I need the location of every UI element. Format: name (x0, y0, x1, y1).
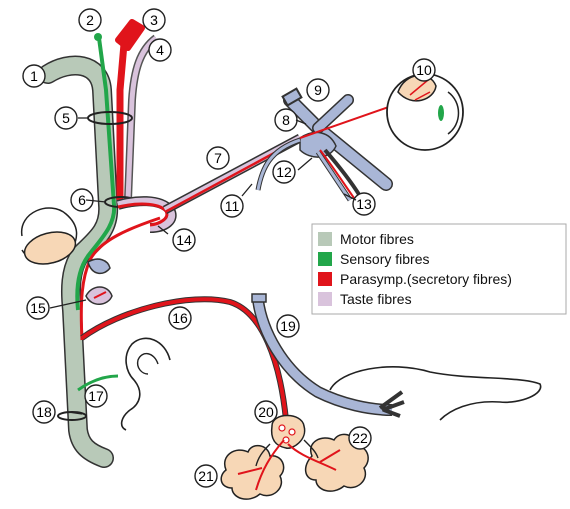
label-number: 6 (78, 192, 86, 208)
legend-swatch (318, 232, 332, 246)
label-16: 16 (169, 307, 191, 329)
label-number: 2 (86, 12, 94, 28)
label-number: 21 (198, 468, 214, 484)
label-number: 4 (156, 42, 164, 58)
label-15: 15 (27, 297, 49, 319)
label-1: 1 (23, 65, 45, 87)
sensory-root-tip (94, 33, 102, 41)
legend-label: Parasymp.(secretory fibres) (340, 271, 512, 287)
legend-swatch (318, 292, 332, 306)
legend-swatch (318, 272, 332, 286)
lingual-nerve-fill (258, 300, 392, 410)
label-number: 1 (30, 68, 38, 84)
label-number: 10 (416, 62, 432, 78)
label-17: 17 (85, 385, 107, 407)
label-number: 9 (314, 82, 322, 98)
label-14: 14 (173, 229, 195, 251)
label-20: 20 (255, 401, 277, 423)
label-number: 15 (30, 300, 46, 316)
label-number: 22 (352, 430, 368, 446)
label-13: 13 (353, 193, 375, 215)
label-22: 22 (349, 427, 371, 449)
label-number: 18 (36, 404, 52, 420)
ganglion-upper (88, 259, 110, 273)
label-4: 4 (149, 39, 171, 61)
lingual-end (252, 294, 266, 302)
label-number: 12 (276, 164, 292, 180)
label-10: 10 (413, 59, 435, 81)
label-3: 3 (143, 9, 165, 31)
legend-label: Motor fibres (340, 231, 414, 247)
label-12: 12 (273, 161, 295, 183)
label-number: 17 (88, 388, 104, 404)
label-5: 5 (55, 107, 77, 129)
label-number: 8 (282, 112, 290, 128)
label-number: 20 (258, 404, 274, 420)
label-18: 18 (33, 401, 55, 423)
legend-label: Taste fibres (340, 291, 412, 307)
label-11: 11 (221, 195, 243, 217)
label-number: 13 (356, 196, 372, 212)
label-number: 19 (280, 318, 296, 334)
ganglion-20 (272, 416, 305, 449)
label-19: 19 (277, 315, 299, 337)
legend-swatch (318, 252, 332, 266)
label-8: 8 (275, 109, 297, 131)
label-9: 9 (307, 79, 329, 101)
label-number: 3 (150, 12, 158, 28)
ganglion-dot-2 (289, 429, 295, 435)
label-number: 11 (225, 198, 240, 214)
legend-label: Sensory fibres (340, 251, 429, 267)
label-21: 21 (195, 465, 217, 487)
label-number: 14 (176, 232, 192, 248)
label-7: 7 (207, 147, 229, 169)
label-2: 2 (79, 9, 101, 31)
label-number: 5 (62, 110, 70, 126)
ganglion-dot-1 (279, 425, 285, 431)
label-number: 16 (172, 310, 188, 326)
label-number: 7 (214, 150, 222, 166)
outer-ear-inner (138, 354, 158, 374)
outer-ear (122, 338, 170, 430)
eye-iris (438, 105, 444, 121)
